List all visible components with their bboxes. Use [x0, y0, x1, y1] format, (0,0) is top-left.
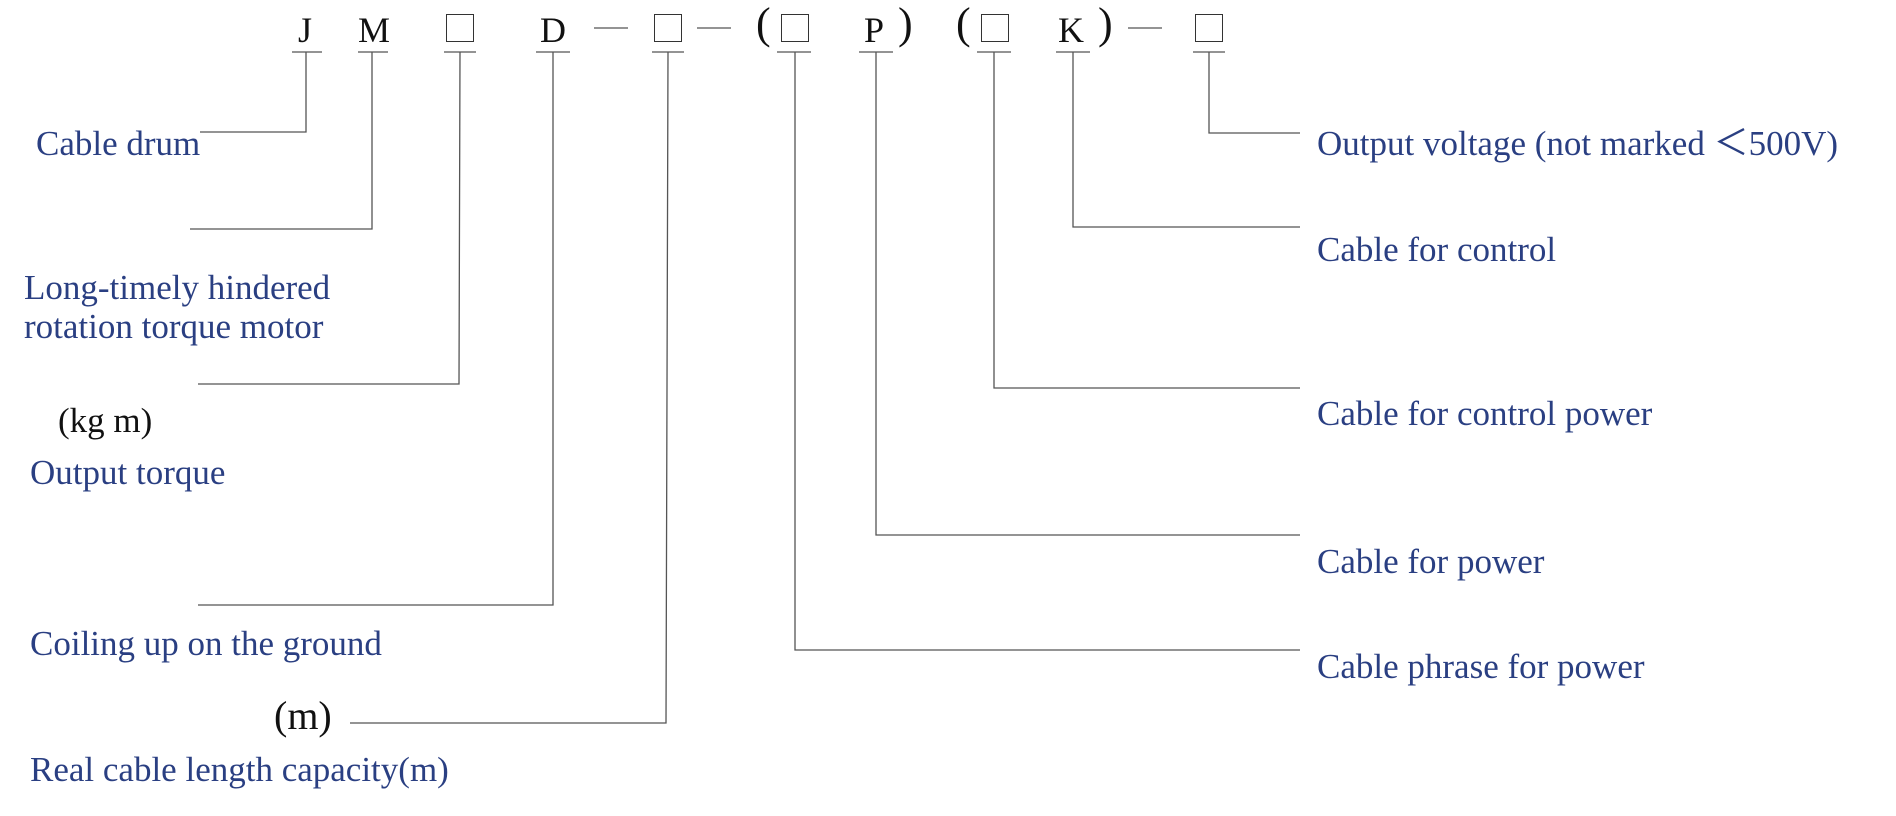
code-box-phrase — [781, 14, 809, 42]
leader-power — [875, 52, 1300, 536]
leader-control — [1072, 52, 1300, 228]
label-cable-phrase-power: Cable phrase for power — [1317, 647, 1645, 686]
label-motor-line1: Long-timely hindered — [24, 268, 331, 307]
leader-motor — [190, 52, 373, 230]
code-letter-k: K — [1058, 10, 1084, 50]
label-motor-line2: rotation torque motor — [24, 307, 324, 346]
leader-control-power — [993, 52, 1300, 389]
label-cable-control: Cable for control — [1317, 230, 1557, 269]
label-cable-length: Real cable length capacity(m) — [30, 750, 449, 789]
label-cable-control-power: Cable for control power — [1317, 394, 1653, 433]
code-box-voltage — [1195, 14, 1223, 42]
label-output-torque: Output torque — [30, 453, 226, 492]
label-length-unit: (m) — [274, 693, 332, 738]
leader-voltage — [1208, 52, 1300, 134]
leader-phrase-power — [794, 52, 1300, 651]
label-torque-unit: (kg m) — [58, 401, 153, 440]
code-box-control-power — [981, 14, 1009, 42]
code-letter-d: D — [540, 10, 566, 50]
code-letter-j: J — [298, 10, 313, 50]
label-coiling: Coiling up on the ground — [30, 624, 382, 663]
code-open-paren-1: ( — [756, 0, 771, 48]
code-box-length — [654, 14, 682, 42]
code-close-paren-2: ) — [1098, 0, 1113, 48]
label-output-voltage: Output voltage (not marked ＜500V) — [1317, 124, 1839, 163]
label-cable-drum: Cable drum — [36, 124, 201, 163]
code-box-torque — [446, 14, 474, 42]
code-letter-p: P — [864, 10, 885, 50]
leader-length — [350, 51, 669, 724]
leader-coiling — [198, 52, 554, 606]
leader-torque — [198, 51, 461, 385]
code-letter-m: M — [358, 10, 391, 50]
code-open-paren-2: ( — [956, 0, 971, 48]
code-close-paren-1: ) — [898, 0, 913, 48]
leader-cable-drum — [200, 52, 307, 133]
label-cable-power: Cable for power — [1317, 542, 1545, 581]
